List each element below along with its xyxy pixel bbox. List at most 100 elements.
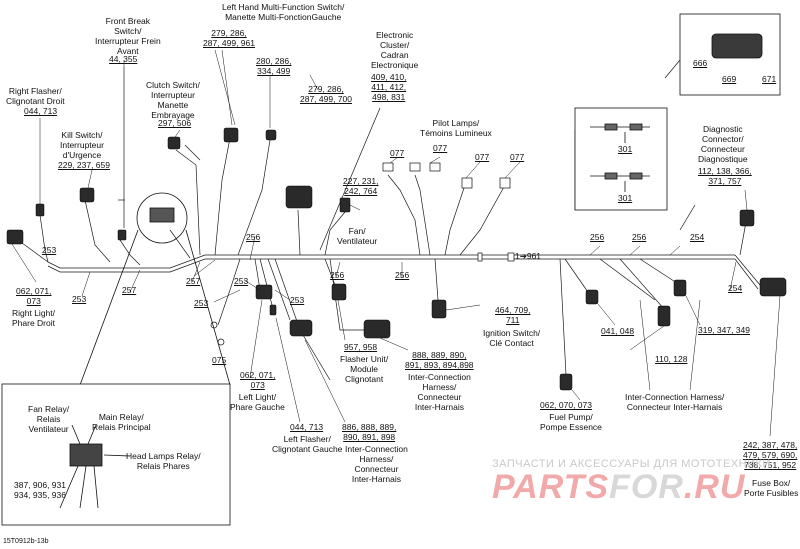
main-harness-trunk-lower [47,258,735,273]
figure-code: 15T0912b-13b [3,538,49,545]
pilot-ref-077-c[interactable]: 077 [475,152,490,162]
connector-319-ref[interactable]: 319, 347, 349 [698,325,750,335]
left-flasher-label: Left Flasher/ Clignotant Gauche [272,434,343,454]
fuel-pump-label: Fuel Pump/ Pompe Essence [540,412,602,432]
harness-ref-256-b[interactable]: 256 [330,270,345,280]
right-flasher-ref[interactable]: 044, 713 [24,106,58,116]
pilot-ref-077-d[interactable]: 077 [510,152,525,162]
left-hand-ref-b[interactable]: 280, 286, 334, 499 [256,56,292,76]
harness-ref-256-d[interactable]: 256 [590,232,605,242]
relay-inset [1,383,231,526]
kill-switch-connector [79,187,95,203]
connector-319 [673,279,687,297]
pilot-wiring-inset [574,107,668,211]
right-light-label: Right Light/ Phare Droit [12,308,55,328]
harness-ref-256-a[interactable]: 256 [246,232,261,242]
ignition-label: Ignition Switch/ Clé Contact [483,328,541,348]
left-light-ref[interactable]: 062, 071, 073 [240,370,276,390]
diagnostic-label: Diagnostic Connector/ Connecteur Diagnos… [698,124,748,164]
inset-ref-301-a[interactable]: 301 [618,144,633,154]
interconnection-ref-2[interactable]: 886, 888, 889, 890, 891, 898 [342,422,397,442]
electronic-cluster-label: Electronic Cluster/ Cadran Electronique [371,30,419,70]
front-brake-ref[interactable]: 44, 355 [109,54,138,64]
inset-ref-671[interactable]: 671 [762,74,777,84]
connector-110-ref[interactable]: 110, 128 [655,354,688,364]
left-flasher-ref[interactable]: 044, 713 [290,422,324,432]
fuel-pump-connector [559,373,573,391]
left-hand-ref-a[interactable]: 279, 286, 287, 499, 961 [203,28,255,48]
harness-ref-253-b[interactable]: 253 [72,294,87,304]
watermark-logo: PARTSFOR.RU [492,468,746,506]
pilot-ref-075[interactable]: 075 [212,355,227,365]
fuel-pump-ref[interactable]: 062, 070, 073 [540,400,592,410]
flasher-unit-label: Flasher Unit/ Module Clignotant [340,354,389,384]
watermark-text: ЗАПЧАСТИ И АКСЕССУАРЫ ДЛЯ МОТОТЕХНИКИ [492,458,771,470]
right-flasher-connector [35,203,45,217]
ignition-connector [431,299,447,319]
relays-ref[interactable]: 387, 906, 931 934, 935, 936 [14,480,66,500]
interconnection-ref-1[interactable]: 888, 889, 890, 891, 893, 894,898 [405,350,474,370]
left-hand-switch-label: Left Hand Multi-Function Switch/ Manette… [222,2,345,22]
diagnostic-ref[interactable]: 112, 138, 366, 371, 757 [698,166,752,186]
kill-switch-ref[interactable]: 229, 237, 659 [58,160,110,170]
fan-relay-label: Fan Relay/ Relais Ventilateur [28,404,70,434]
main-relay-label: Main Relay/ Relais Principal [92,412,151,432]
fuse-box-label: Fuse Box/ Porte Fusibles [744,478,799,498]
cluster-connector [285,185,313,209]
interconnection-connector-1 [363,319,391,339]
connector-inset [679,13,781,96]
fan-connector [339,197,351,213]
harness-ref-257-a[interactable]: 257 [122,285,137,295]
connector-041-ref[interactable]: 041, 048 [601,326,635,336]
front-brake-connector [117,229,127,241]
fuse-box-ref[interactable]: 242, 387, 478, 479, 579, 690, 738, 751, … [743,440,798,470]
inset-ref-669[interactable]: 669 [722,74,737,84]
interconnection-label-2: Inter-Connection Harness/ Connecteur Int… [345,444,408,484]
pilot-lamps-label: Pilot Lamps/ Témoins Lumineux [420,118,492,138]
harness-ref-256-e[interactable]: 256 [632,232,647,242]
head-lamps-relay-label: Head Lamps Relay/ Relais Phares [126,451,201,471]
pilot-ref-077-a[interactable]: 077 [390,148,405,158]
harness-ref-257-b[interactable]: 257 [186,276,201,286]
left-hand-ref-c[interactable]: 279, 286, 287, 499, 700 [300,84,352,104]
harness-ref-256-c[interactable]: 256 [395,270,410,280]
fuse-box [759,277,787,297]
main-harness-trunk [47,254,735,269]
kill-switch-label: Kill Switch/ Interrupteur d'Urgence [60,130,104,160]
clutch-switch-ref[interactable]: 297, 506 [158,118,192,128]
harness-ref-254-a[interactable]: 254 [690,232,705,242]
pilot-ref-077-b[interactable]: 077 [433,143,448,153]
harness-ref-253-e[interactable]: 253 [290,295,305,305]
connectors [6,127,787,391]
left-hand-connector-a [223,127,239,143]
connector-110 [657,305,671,327]
clutch-switch-label: Clutch Switch/ Interrupteur Manette Embr… [146,80,200,120]
flasher-unit-connector [331,283,347,301]
front-brake-label: Front Break Switch/ Interrupteur Frein A… [95,16,161,56]
leader-lines [11,49,781,437]
harness-ref-253-d[interactable]: 253 [234,276,249,286]
see-961-ref[interactable]: 1➔961 [515,251,542,261]
flasher-unit-ref[interactable]: 957, 958 [344,342,378,352]
fan-label: Fan/ Ventilateur [337,226,378,246]
left-flasher-connector [269,304,277,316]
interconnection-label-1: Inter-Connection Harness/ Connecteur Int… [408,372,471,412]
left-light-connector [255,284,273,300]
harness-ref-253-c[interactable]: 253 [194,298,209,308]
harness-ref-253-a[interactable]: 253 [42,245,57,255]
interconnection-connector-2 [289,319,313,337]
ignition-ref[interactable]: 464, 709, 711 [495,305,531,325]
electronic-cluster-ref[interactable]: 409, 410, 411, 412, 498, 831 [371,72,407,102]
right-flasher-label: Right Flasher/ Clignotant Droit [6,86,65,106]
left-light-label: Left Light/ Phare Gauche [230,392,285,412]
fan-ref[interactable]: 227, 231, 242, 764 [343,176,379,196]
interconnection-label-3: Inter-Connection Harness/ Connecteur Int… [625,392,725,412]
right-light-ref[interactable]: 062, 071, 073 [16,286,52,306]
harness-ref-254-b[interactable]: 254 [728,283,743,293]
inset-ref-301-b[interactable]: 301 [618,193,633,203]
inset-ref-666[interactable]: 666 [693,58,708,68]
connector-041 [585,289,599,305]
relay-magnifier [79,192,231,386]
